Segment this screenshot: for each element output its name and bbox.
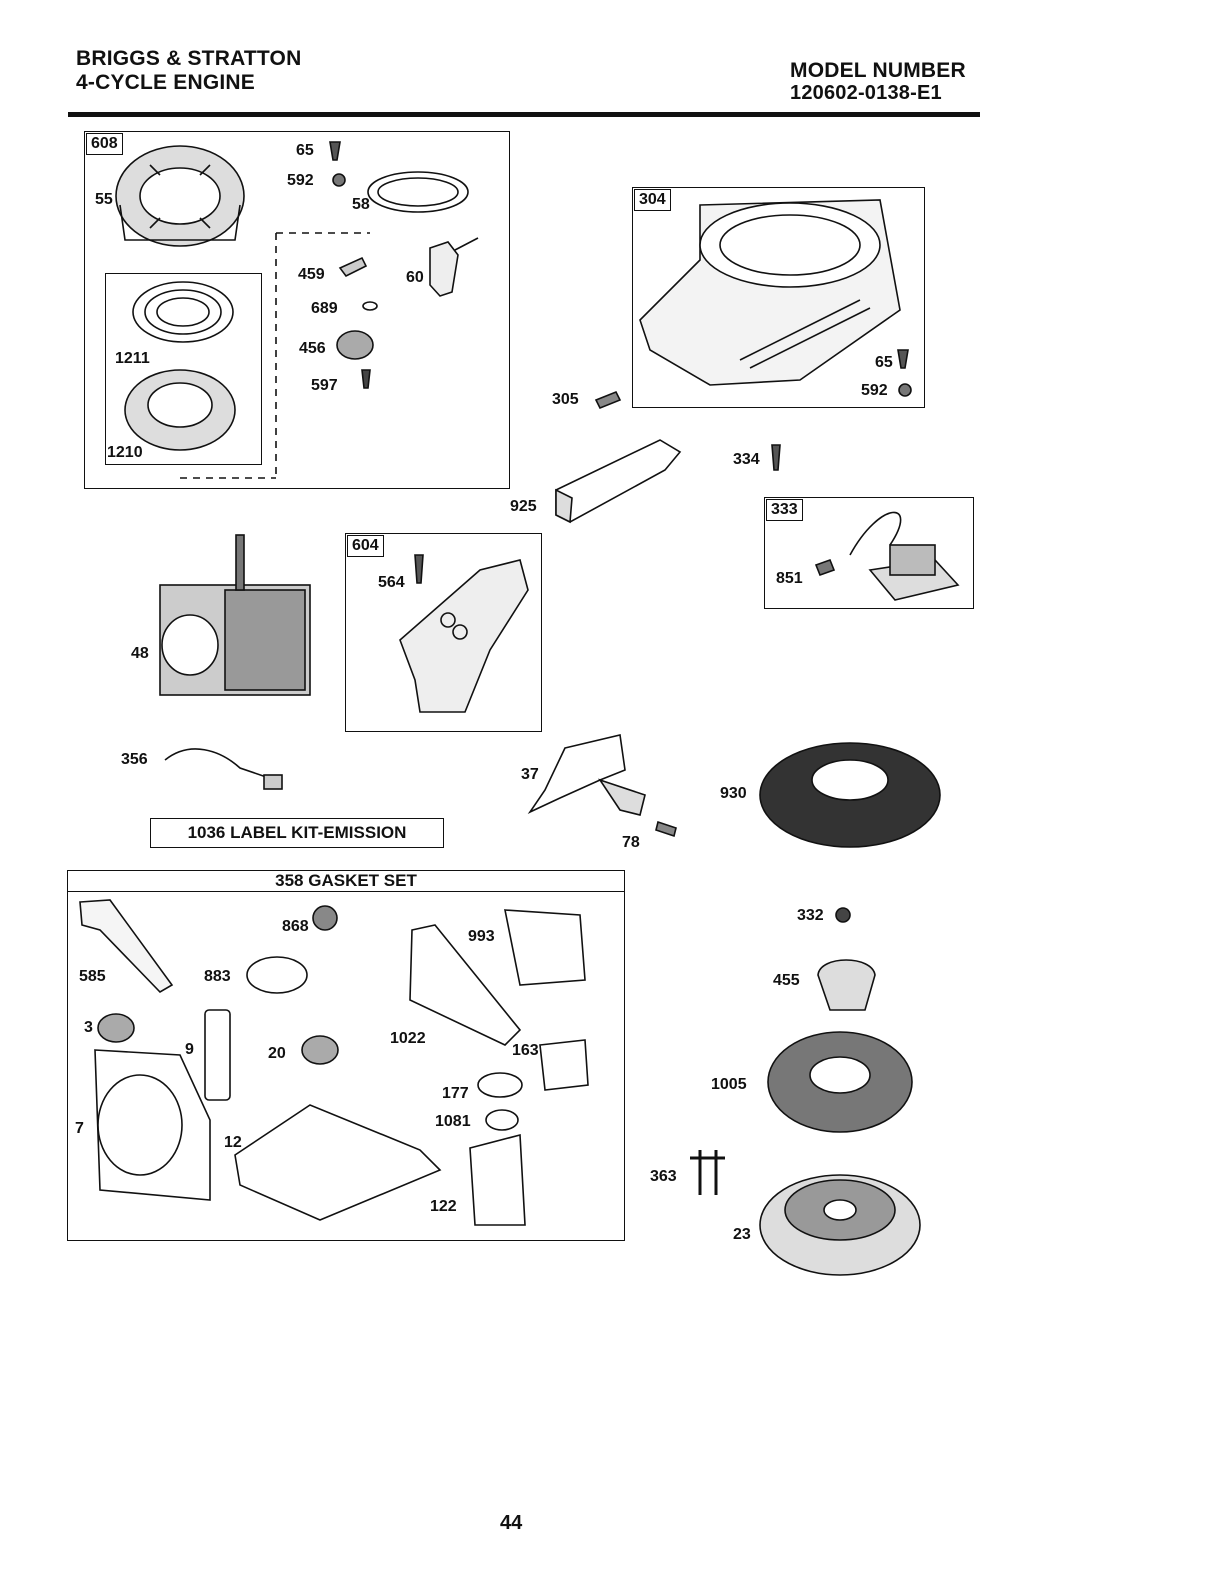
part-label-564: 564 <box>378 574 405 592</box>
air-guide-drawing <box>556 440 680 522</box>
model-number-label: MODEL NUMBER <box>790 60 966 82</box>
flywheel-fan-drawing <box>768 1032 912 1132</box>
part-label-58: 58 <box>352 196 370 214</box>
part-label-20: 20 <box>268 1045 286 1063</box>
rotating-screen-drawing <box>760 743 940 847</box>
part-label-305: 305 <box>552 391 579 409</box>
part-label-930: 930 <box>720 785 747 803</box>
part-label-37: 37 <box>521 766 539 784</box>
gasket-set-box <box>67 870 625 1241</box>
part-label-1210: 1210 <box>107 444 143 462</box>
part-label-7: 7 <box>75 1120 84 1138</box>
baffle-drawing <box>530 735 645 815</box>
group-604-box <box>345 533 542 732</box>
brand-title: BRIGGS & STRATTON <box>76 48 301 70</box>
part-label-585: 585 <box>79 968 106 986</box>
page-number: 44 <box>500 1512 522 1535</box>
part-label-1211: 1211 <box>115 350 150 368</box>
part-label-1022: 1022 <box>390 1030 426 1048</box>
tag-608: 608 <box>86 133 123 155</box>
part-label-925: 925 <box>510 498 537 516</box>
part-label-1005: 1005 <box>711 1076 747 1094</box>
engine-title: 4-CYCLE ENGINE <box>76 72 255 94</box>
part-label-597: 597 <box>311 377 338 395</box>
part-label-1081: 1081 <box>435 1113 471 1131</box>
tag-304: 304 <box>634 189 671 211</box>
part-label-78: 78 <box>622 834 640 852</box>
part-label-9: 9 <box>185 1041 194 1059</box>
model-number-value: 120602-0138-E1 <box>790 82 942 104</box>
part-label-3: 3 <box>84 1019 93 1037</box>
part-label-868: 868 <box>282 918 309 936</box>
part-label-363: 363 <box>650 1168 677 1186</box>
gasket-set-caption: 358 GASKET SET <box>67 871 625 891</box>
part-label-334: 334 <box>733 451 760 469</box>
part-label-12: 12 <box>224 1134 242 1152</box>
part-label-65: 65 <box>296 142 314 160</box>
part-label-332: 332 <box>797 907 824 925</box>
tag-333: 333 <box>766 499 803 521</box>
group-1211-1210-box <box>105 273 262 465</box>
header-rule <box>68 112 980 117</box>
part-label-689: 689 <box>311 300 338 318</box>
part-label-851: 851 <box>776 570 803 588</box>
part-label-55: 55 <box>95 191 113 209</box>
part-label-456: 456 <box>299 340 326 358</box>
tag-604: 604 <box>347 535 384 557</box>
part-label-65-blower: 65 <box>875 354 893 372</box>
part-label-883: 883 <box>204 968 231 986</box>
part-label-459: 459 <box>298 266 325 284</box>
part-label-48: 48 <box>131 645 149 663</box>
part-label-60: 60 <box>406 269 424 287</box>
part-label-163: 163 <box>512 1042 539 1060</box>
group-304-box <box>632 187 925 408</box>
short-block-drawing <box>160 535 310 695</box>
part-label-122: 122 <box>430 1198 457 1216</box>
kit-emission-caption: 1036 LABEL KIT-EMISSION <box>150 823 444 843</box>
part-label-356: 356 <box>121 751 148 769</box>
part-label-993: 993 <box>468 928 495 946</box>
flywheel-drawing <box>760 1175 920 1275</box>
part-label-177: 177 <box>442 1085 469 1103</box>
part-label-592-blower: 592 <box>861 382 888 400</box>
part-label-23: 23 <box>733 1226 751 1244</box>
part-label-592: 592 <box>287 172 314 190</box>
part-label-455: 455 <box>773 972 800 990</box>
